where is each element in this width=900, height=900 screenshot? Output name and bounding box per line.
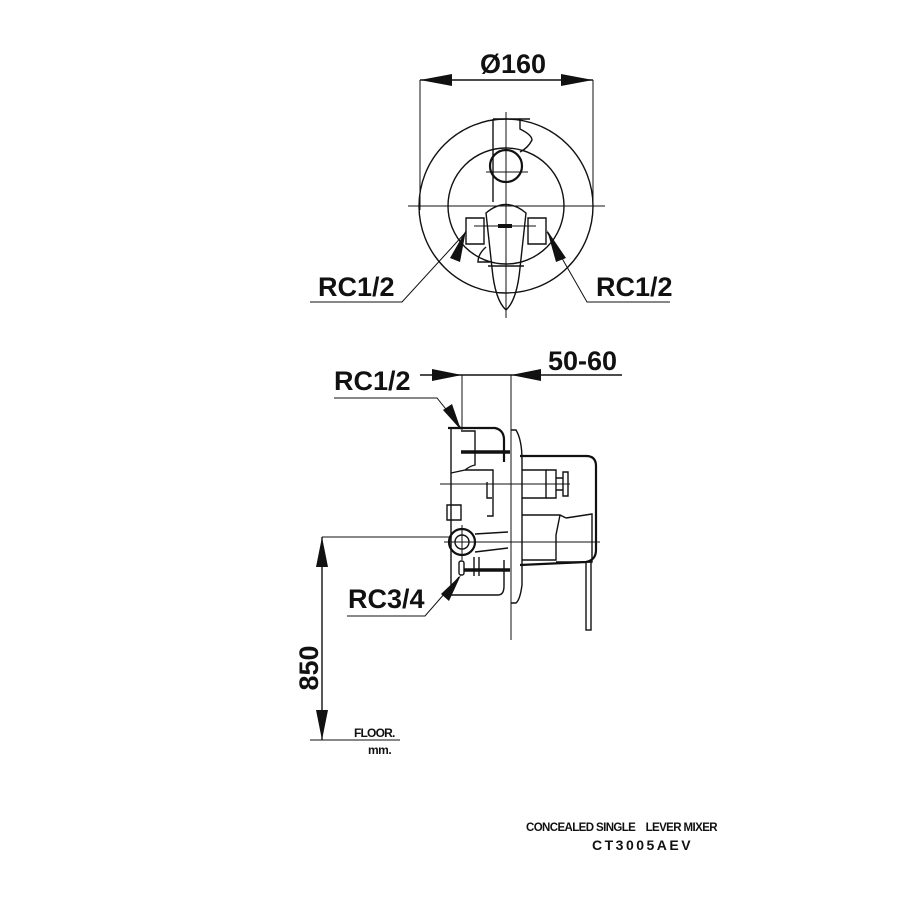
top-inlet-label: RC1/2 [334, 366, 411, 396]
floor-label: FLOOR. [354, 726, 395, 740]
diameter-dimension: Ø160 [419, 49, 594, 210]
cover-housing [519, 454, 598, 567]
depth-label: 50-60 [548, 346, 617, 376]
left-inlet-label: RC1/2 [318, 272, 395, 302]
bottom-outlet-label: RC3/4 [348, 584, 425, 614]
title-block: CONCEALED SINGLE LEVER MIXER CT3005AEV [526, 822, 719, 853]
right-inlet-label: RC1/2 [596, 272, 673, 302]
product-title: CONCEALED SINGLE LEVER MIXER [526, 822, 718, 834]
diameter-label: Ø160 [480, 49, 546, 79]
top-inlet-callout: RC1/2 [334, 366, 462, 430]
model-number: CT3005AEV [592, 837, 693, 853]
height-dimension: 850 FLOOR. mm. [294, 536, 452, 757]
height-label: 850 [294, 645, 324, 690]
wall-plate [511, 429, 523, 604]
depth-dimension: 50-60 [420, 346, 622, 640]
lever-handle [485, 203, 527, 311]
units-label: mm. [368, 743, 391, 757]
lever-tail [585, 561, 592, 631]
side-view: 50-60 RC1/2 [294, 346, 622, 757]
right-inlet-callout: RC1/2 [546, 230, 673, 303]
front-view: Ø160 RC1/2 RC1/2 [310, 49, 673, 318]
valve-body [448, 426, 506, 462]
diverter-knob [488, 148, 524, 184]
lever-side [556, 513, 593, 563]
bottom-outlet-callout: RC3/4 [347, 575, 461, 617]
left-inlet-callout: RC1/2 [310, 230, 467, 303]
